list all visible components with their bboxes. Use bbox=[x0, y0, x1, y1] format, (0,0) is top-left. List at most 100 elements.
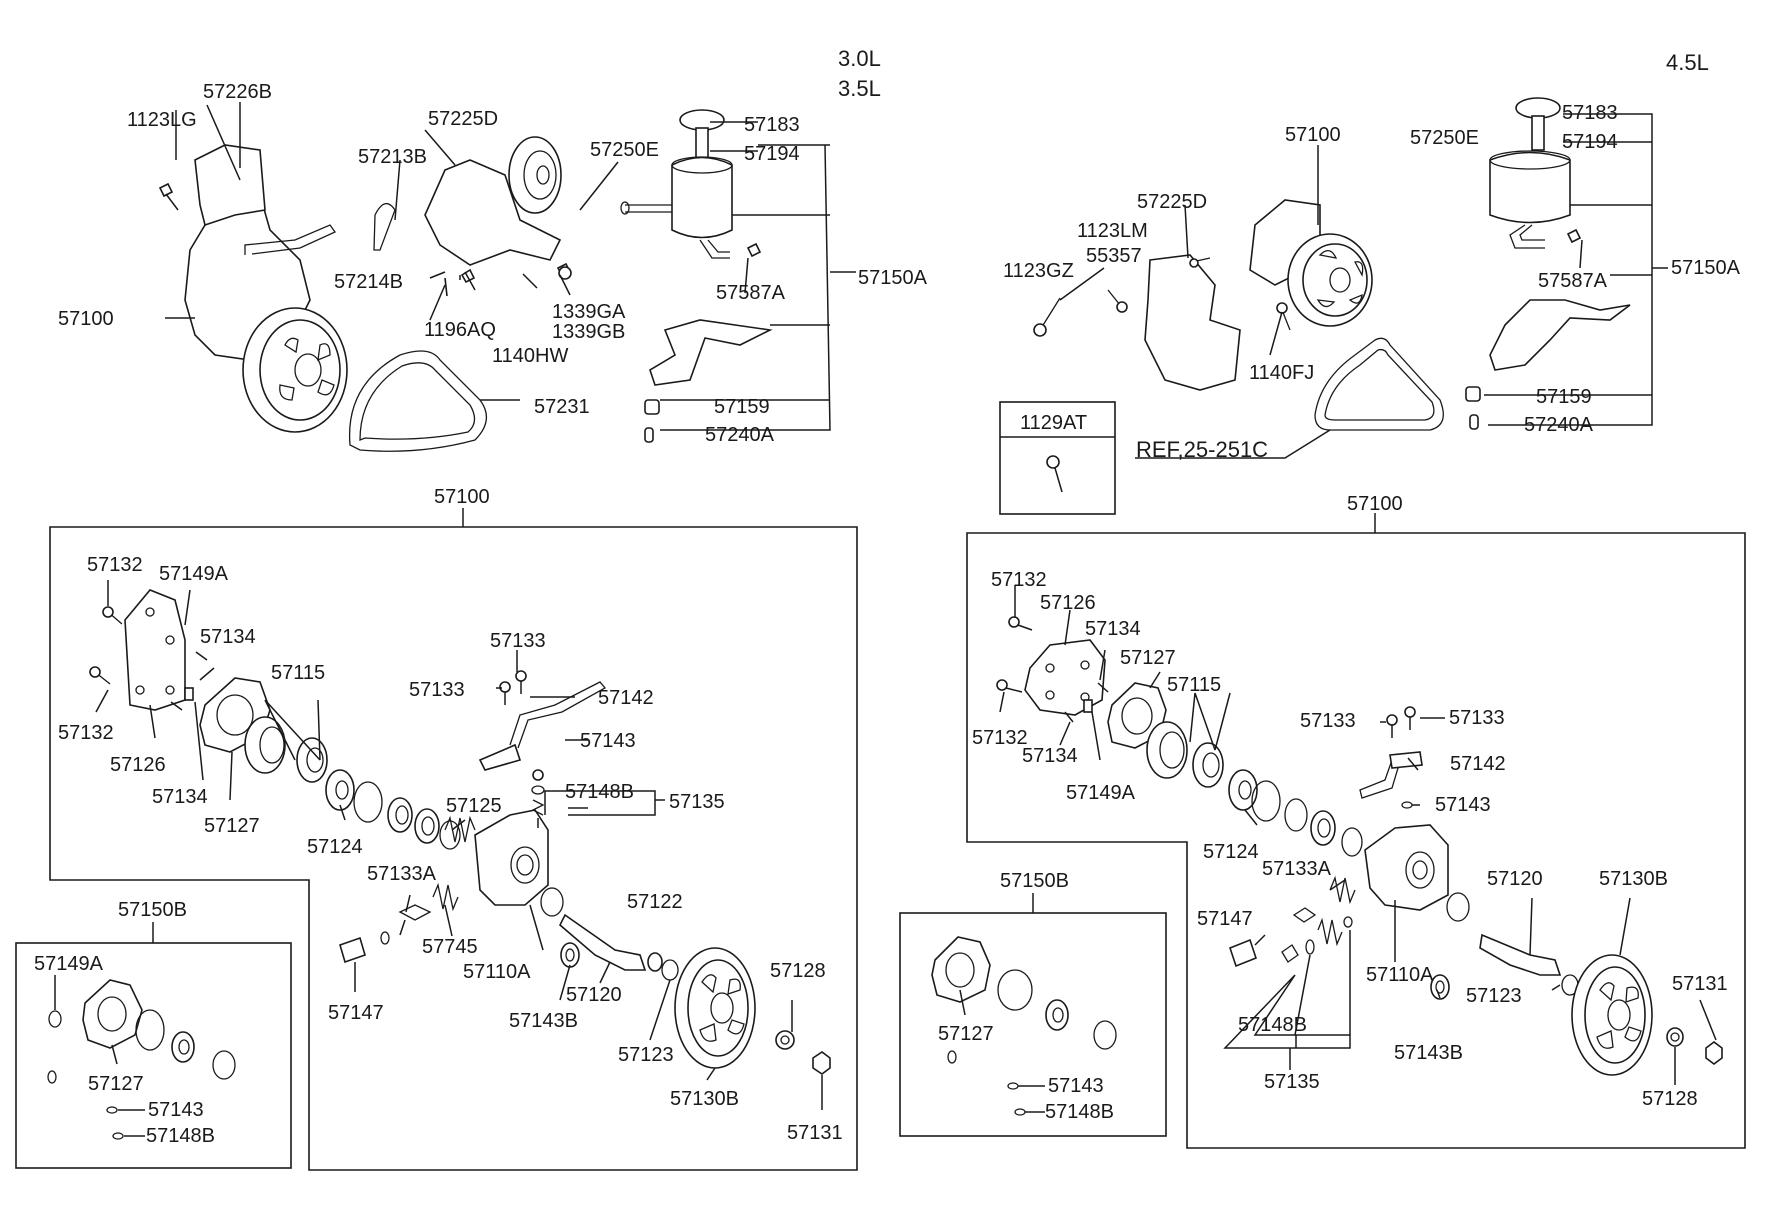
label-57122: 57122 bbox=[627, 891, 683, 913]
reservoir-left bbox=[620, 109, 762, 259]
pump-assembly-right bbox=[1249, 199, 1373, 327]
label-r-57194: 57194 bbox=[1562, 131, 1618, 153]
label-r-57587a: 57587A bbox=[1538, 270, 1608, 292]
label-r-57133a: 57133A bbox=[1262, 858, 1332, 880]
cam-ring-r-57115 bbox=[1146, 721, 1188, 779]
label-57226b: 57226B bbox=[203, 81, 272, 103]
label-r-57149a: 57149A bbox=[1066, 782, 1136, 804]
bolt-57214b bbox=[444, 277, 448, 297]
label-57130b: 57130B bbox=[670, 1088, 739, 1110]
label-57135: 57135 bbox=[669, 791, 725, 813]
label-r-57126: 57126 bbox=[1040, 592, 1096, 614]
right-exploded-labels: 57132 57126 57134 57127 57115 57132 5713… bbox=[972, 569, 1728, 1110]
fitting-r-57147 bbox=[1229, 938, 1257, 968]
left-exploded-parts bbox=[89, 580, 831, 1110]
label-r-57142: 57142 bbox=[1450, 753, 1506, 775]
label-r-57250e: 57250E bbox=[1410, 127, 1479, 149]
label-57131: 57131 bbox=[787, 1122, 843, 1144]
label-57143-kit: 57143 bbox=[148, 1099, 204, 1121]
label-57115: 57115 bbox=[271, 662, 325, 684]
engine-label-4-5l: 4.5L bbox=[1666, 50, 1709, 75]
nut-1339ga bbox=[558, 266, 572, 280]
label-57134-top: 57134 bbox=[200, 626, 256, 648]
pressure-plate-r-57124 bbox=[1228, 769, 1258, 811]
label-r-57143-kit: 57143 bbox=[1048, 1075, 1104, 1097]
label-57100-left-box: 57100 bbox=[434, 486, 490, 508]
reservoir-bracket-left bbox=[649, 319, 773, 386]
right-kit-labels: 57150B 57127 57143 57148B bbox=[938, 870, 1114, 1123]
grommet-57159 bbox=[644, 399, 660, 415]
label-57126: 57126 bbox=[110, 754, 166, 776]
cam-ring-57115 bbox=[244, 716, 286, 774]
label-r-57123: 57123 bbox=[1466, 985, 1522, 1007]
label-r-57240a: 57240A bbox=[1524, 414, 1594, 436]
label-57110a: 57110A bbox=[463, 961, 531, 983]
label-57100: 57100 bbox=[58, 308, 114, 330]
label-57143: 57143 bbox=[580, 730, 636, 752]
label-57127-kit: 57127 bbox=[88, 1073, 144, 1095]
label-r-57132-top: 57132 bbox=[991, 569, 1047, 591]
label-r-57110a: 57110A bbox=[1366, 964, 1434, 986]
seal-57143b bbox=[560, 942, 580, 968]
label-1339gb: 1339GB bbox=[552, 321, 625, 343]
label-57250e: 57250E bbox=[590, 139, 659, 161]
seal-r-57143b bbox=[1430, 974, 1450, 1000]
label-57148b: 57148B bbox=[565, 781, 634, 803]
left-top-labels: 57226B 1123LG 57100 57225D 57213B 57250E… bbox=[58, 81, 928, 446]
label-r-1123lm: 1123LM bbox=[1077, 220, 1148, 242]
label-57745: 57745 bbox=[422, 936, 478, 958]
label-57128: 57128 bbox=[770, 960, 826, 982]
label-57133a: 57133A bbox=[367, 863, 437, 885]
fitting-57147 bbox=[339, 936, 366, 964]
label-r-57124: 57124 bbox=[1203, 841, 1259, 863]
label-57225d: 57225D bbox=[428, 108, 498, 130]
label-57142: 57142 bbox=[598, 687, 654, 709]
right-kit-box-57150b bbox=[899, 893, 1167, 1137]
label-57132-bottom: 57132 bbox=[58, 722, 114, 744]
label-57125: 57125 bbox=[446, 795, 502, 817]
label-r-57150b: 57150B bbox=[1000, 870, 1069, 892]
label-r-57133-left: 57133 bbox=[1300, 710, 1356, 732]
label-57214b: 57214B bbox=[334, 271, 403, 293]
label-r-1123gz: 1123GZ bbox=[1003, 260, 1074, 282]
label-57149a: 57149A bbox=[159, 563, 229, 585]
label-r-57147: 57147 bbox=[1197, 908, 1253, 930]
left-kit-box-57150b bbox=[15, 922, 292, 1169]
label-57149a-kit: 57149A bbox=[34, 953, 104, 975]
right-top-labels: 57183 57250E 57194 57100 57225D 1123LM 5… bbox=[1003, 102, 1741, 462]
label-r-57134-bottom: 57134 bbox=[1022, 745, 1078, 767]
label-57231: 57231 bbox=[534, 396, 590, 418]
pulley-r-57130b bbox=[1571, 954, 1653, 1076]
label-57123: 57123 bbox=[618, 1044, 674, 1066]
label-57150a: 57150A bbox=[858, 267, 928, 289]
label-57194: 57194 bbox=[744, 143, 800, 165]
cover-57126 bbox=[124, 589, 186, 711]
drive-belt-57231 bbox=[348, 350, 487, 452]
label-r-57100-box: 57100 bbox=[1347, 493, 1403, 515]
label-r-57159: 57159 bbox=[1536, 386, 1592, 408]
label-legend-1129at: 1129AT bbox=[1020, 412, 1087, 434]
label-r-57134-top: 57134 bbox=[1085, 618, 1141, 640]
right-top-assembly bbox=[999, 97, 1668, 515]
left-top-assembly bbox=[158, 102, 856, 452]
label-57147: 57147 bbox=[328, 1002, 384, 1024]
engine-label-3-0l: 3.0L bbox=[838, 46, 881, 71]
engine-label-3-5l: 3.5L bbox=[838, 76, 881, 101]
shaft-57120 bbox=[559, 913, 647, 971]
label-57143b: 57143B bbox=[509, 1010, 578, 1032]
label-r-57148b-kit: 57148B bbox=[1045, 1101, 1114, 1123]
pin-57240a bbox=[644, 427, 654, 443]
label-1140hw: 1140HW bbox=[492, 345, 568, 367]
pulley-57130b bbox=[674, 947, 756, 1069]
label-57148b-kit: 57148B bbox=[146, 1125, 215, 1147]
label-r-57130b: 57130B bbox=[1599, 868, 1668, 890]
bolt-1123lg bbox=[158, 182, 179, 211]
label-1339ga: 1339GA bbox=[552, 301, 626, 323]
label-57587a: 57587A bbox=[716, 282, 786, 304]
label-57127: 57127 bbox=[204, 815, 260, 837]
label-57159: 57159 bbox=[714, 396, 770, 418]
label-1196aq: 1196AQ bbox=[424, 319, 496, 341]
label-r-57225d: 57225D bbox=[1137, 191, 1207, 213]
label-57132-top: 57132 bbox=[87, 554, 143, 576]
